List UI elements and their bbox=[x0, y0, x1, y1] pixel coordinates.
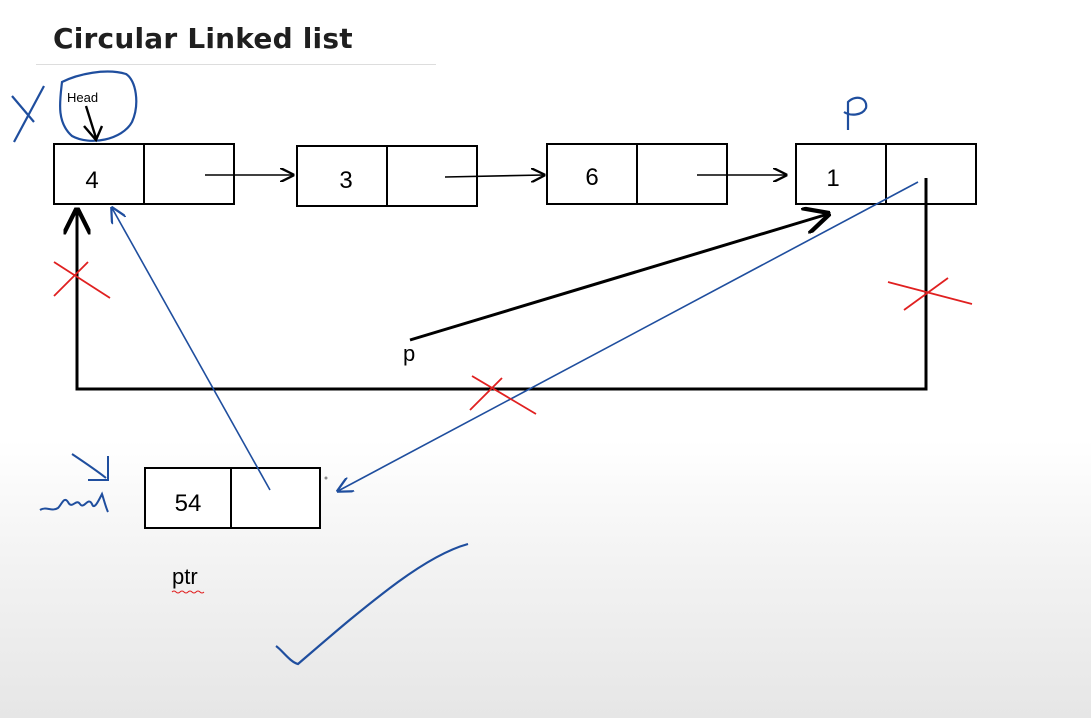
node-value: 6 bbox=[585, 164, 598, 191]
slide-title: Circular Linked list bbox=[53, 22, 353, 55]
handwritten-scribble bbox=[39, 491, 109, 513]
head-crossed-out-mark bbox=[11, 85, 45, 143]
list-node-3: 3 bbox=[296, 145, 478, 207]
p-traversal-arrow bbox=[409, 214, 828, 342]
node-value: 4 bbox=[85, 167, 98, 194]
list-node-6: 6 bbox=[546, 143, 728, 205]
head-circle bbox=[58, 70, 138, 142]
node-value: 1 bbox=[826, 165, 839, 192]
list-node-1: 1 bbox=[795, 143, 977, 205]
node-value: 3 bbox=[339, 167, 352, 194]
ptr-label: ptr bbox=[172, 564, 198, 589]
head-label: Head bbox=[67, 90, 98, 105]
head-pointer-stem bbox=[84, 105, 98, 139]
new-node-value: 54 bbox=[175, 490, 202, 517]
head-pointer-tip bbox=[83, 125, 104, 143]
new-head-pointer-icon bbox=[71, 453, 109, 481]
p-handwritten-mark bbox=[843, 96, 868, 130]
checkmark-icon bbox=[275, 542, 469, 666]
red-cross-left bbox=[53, 261, 111, 299]
list-node-4: 4 bbox=[53, 143, 235, 205]
title-underline bbox=[36, 64, 436, 65]
head-annotation: Head bbox=[58, 70, 138, 143]
circular-back-link bbox=[77, 178, 928, 391]
dot-mark bbox=[324, 476, 328, 480]
p-label: p bbox=[403, 341, 415, 366]
blue-arrow-new-to-head bbox=[112, 208, 271, 491]
spellcheck-underline bbox=[171, 590, 205, 594]
blue-arrow-last-to-new bbox=[338, 181, 919, 491]
next-arrow-3-to-6 bbox=[444, 175, 544, 177]
red-cross-right bbox=[887, 277, 973, 311]
red-cross-bottom bbox=[469, 375, 537, 415]
new-node-box bbox=[144, 467, 321, 529]
new-node-54: 54 bbox=[144, 467, 321, 529]
